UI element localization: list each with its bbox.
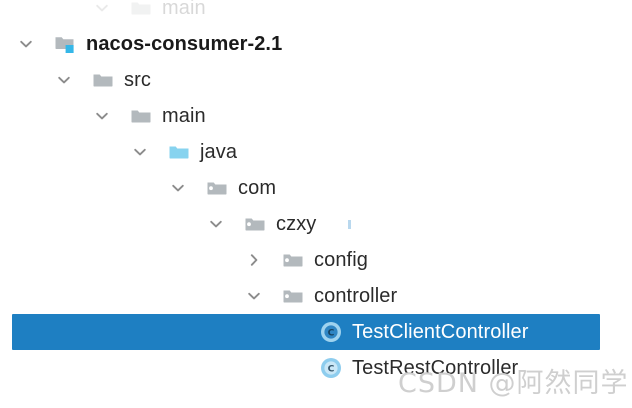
folder-icon: [130, 105, 152, 127]
java-class-icon: C: [320, 357, 342, 379]
tree-row[interactable]: nacos-consumer-2.1: [0, 26, 632, 62]
tree-row-label: nacos-consumer-2.1: [86, 33, 283, 55]
chevron-down-icon[interactable]: [94, 0, 110, 16]
java-class-icon: C: [320, 321, 342, 343]
tree-row-label: java: [200, 141, 238, 163]
tree-row-label: main: [162, 105, 206, 127]
chevron-down-icon[interactable]: [94, 108, 110, 124]
chevron-down-icon[interactable]: [170, 180, 186, 196]
chevron-down-icon[interactable]: [132, 144, 148, 160]
tree-row[interactable]: config: [0, 242, 632, 278]
chevron-down-icon[interactable]: [208, 216, 224, 232]
package-folder-icon: [282, 285, 304, 307]
tree-row[interactable]: controller: [0, 278, 632, 314]
tree-row[interactable]: czxy: [0, 206, 632, 242]
package-folder-icon: [244, 213, 266, 235]
tree-row-label: config: [314, 249, 368, 271]
package-folder-icon: [282, 249, 304, 271]
svg-text:C: C: [328, 364, 335, 375]
chevron-right-icon[interactable]: [246, 252, 262, 268]
package-folder-icon: [206, 177, 228, 199]
tree-row[interactable]: com: [0, 170, 632, 206]
tree-row-label: controller: [314, 285, 398, 307]
tree-row[interactable]: main: [0, 98, 632, 134]
tree-row-label: TestRestController: [352, 357, 519, 379]
tree-row[interactable]: src: [0, 62, 632, 98]
tree-row[interactable]: java: [0, 134, 632, 170]
svg-text:C: C: [328, 328, 335, 339]
tree-row-label: src: [124, 69, 151, 91]
tree-row-label: com: [238, 177, 277, 199]
tree-row[interactable]: C TestRestController: [0, 350, 632, 386]
caret-marker: [348, 219, 351, 229]
tree-row-label: TestClientController: [352, 321, 529, 343]
module-folder-icon: [54, 33, 76, 55]
chevron-down-icon[interactable]: [18, 36, 34, 52]
tree-row-label: czxy: [276, 213, 317, 235]
tree-row[interactable]: C TestClientController: [0, 314, 632, 350]
chevron-down-icon[interactable]: [56, 72, 72, 88]
chevron-down-icon[interactable]: [246, 288, 262, 304]
tree-row-label: main: [162, 0, 206, 19]
source-root-folder-icon: [168, 141, 190, 163]
selection-highlight: [12, 314, 600, 350]
tree-row[interactable]: main: [0, 0, 632, 26]
folder-icon: [92, 69, 114, 91]
folder-icon: [130, 0, 152, 19]
